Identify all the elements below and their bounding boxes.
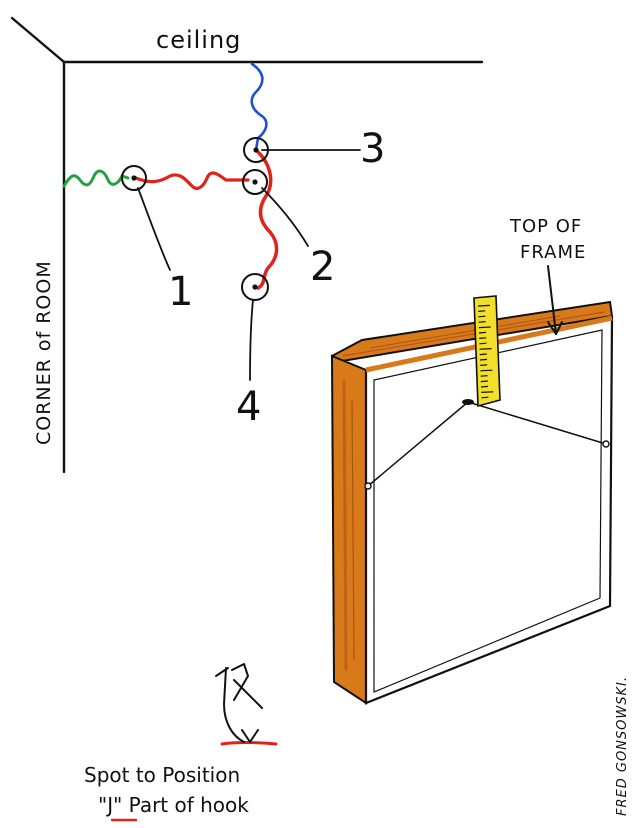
- point-2-label: 2: [310, 244, 335, 290]
- corner-of-room-label: CORNER of ROOM: [33, 260, 55, 445]
- point-2-marker: [242, 169, 268, 195]
- point-4-marker: [241, 273, 269, 301]
- tape-tick: [479, 337, 487, 339]
- tape-tick: [479, 348, 492, 350]
- tape-tick: [479, 353, 487, 356]
- picture-hook-icon: [215, 663, 278, 746]
- tape-tick: [479, 358, 488, 361]
- tape-tick: [480, 375, 488, 377]
- point-4-label: 4: [236, 384, 261, 430]
- room-corner-lines: [10, 16, 484, 474]
- tape-measure: [473, 295, 501, 408]
- blue-ceiling-line: [250, 62, 268, 152]
- tape-tick: [478, 310, 486, 312]
- tape-tick: [478, 315, 486, 318]
- tape-tick: [480, 385, 489, 388]
- point-1-label: 1: [168, 269, 193, 315]
- spot-caption-line2: "J" Part of hook: [98, 793, 249, 817]
- tape-tick: [480, 364, 488, 366]
- top-of-frame-arrow: [547, 265, 557, 335]
- ceiling-label: ceiling: [156, 26, 241, 54]
- tape-strip: [473, 295, 501, 408]
- frame-left-face: [330, 354, 367, 705]
- top-of-frame-label-line2: FRAME: [520, 242, 586, 263]
- artist-signature: FRED GONSOWSKI.: [615, 676, 630, 816]
- red-vertical-line: [256, 150, 279, 290]
- point-1-marker: [121, 165, 147, 191]
- tape-tick: [480, 380, 488, 383]
- leader-lines: [137, 149, 361, 381]
- tape-tick: [477, 304, 491, 307]
- tape-tick: [479, 342, 487, 345]
- top-of-frame-label-line1: TOP OF: [509, 216, 582, 237]
- spot-caption-line1: Spot to Position: [84, 763, 240, 787]
- tape-tick: [478, 321, 486, 323]
- tape-tick: [478, 331, 487, 334]
- tape-tick: [481, 391, 494, 393]
- tape-tick: [481, 396, 489, 399]
- frame-inner-edge: [373, 329, 603, 693]
- picture-frame: [330, 300, 614, 705]
- measurement-strings: [62, 62, 279, 290]
- tape-tick: [478, 326, 491, 329]
- point-3-label: 3: [360, 126, 385, 172]
- red-horizontal-line: [134, 171, 250, 190]
- tape-tick: [480, 369, 493, 372]
- green-measure-line: [62, 169, 130, 188]
